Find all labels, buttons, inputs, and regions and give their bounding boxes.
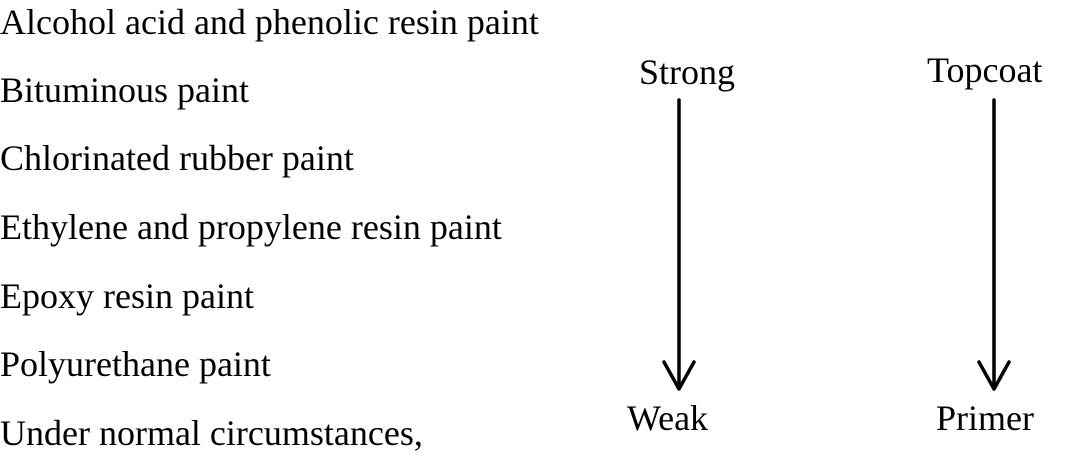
list-item: Ethylene and propylene resin paint (0, 207, 502, 247)
list-item: Chlorinated rubber paint (0, 138, 354, 178)
layer-bottom-label: Primer (936, 398, 1034, 438)
strength-bottom-label: Weak (627, 398, 709, 438)
strength-top-label: Strong (639, 52, 736, 92)
layer-arrow (977, 98, 1011, 391)
layer-top-label: Topcoat (927, 50, 1043, 90)
list-item: Epoxy resin paint (0, 276, 254, 316)
list-item: Polyurethane paint (0, 344, 271, 384)
list-item: Alcohol acid and phenolic resin paint (0, 2, 539, 42)
strength-arrow (662, 98, 696, 391)
list-item: Under normal circumstances, (0, 413, 423, 453)
list-item: Bituminous paint (0, 70, 250, 110)
